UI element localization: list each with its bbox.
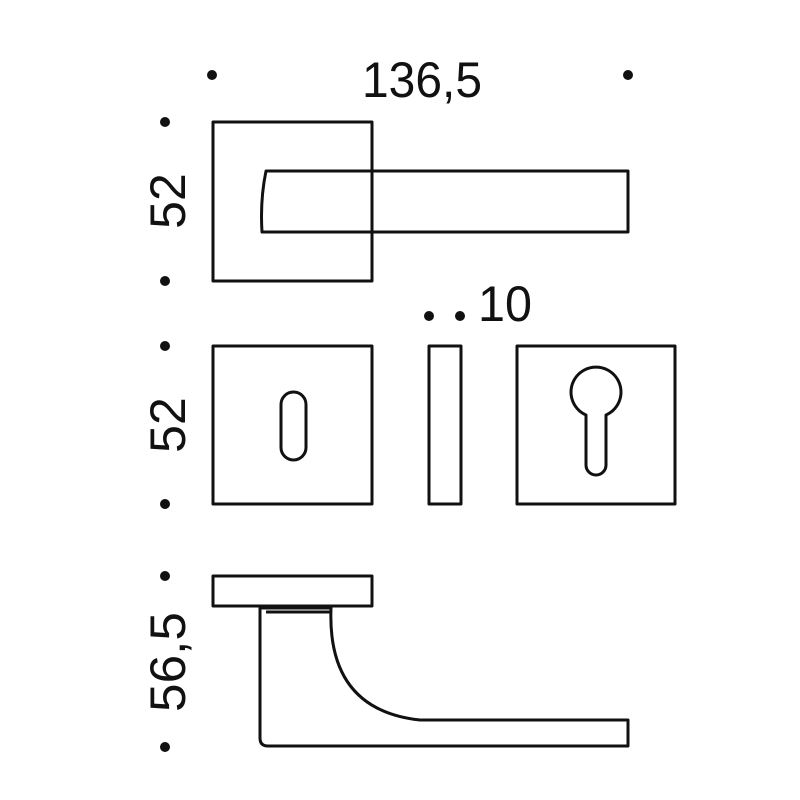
rose-height-dimension: 52 bbox=[140, 117, 196, 286]
rose-height-label: 52 bbox=[140, 173, 196, 229]
thickness-marker-right bbox=[455, 311, 465, 321]
width-label: 136,5 bbox=[362, 52, 482, 108]
thickness-marker-left bbox=[424, 311, 434, 321]
escutcheon-height-marker-bottom bbox=[160, 499, 170, 509]
lever-top-view bbox=[211, 574, 630, 748]
cylinder-escutcheon bbox=[515, 344, 677, 506]
width-marker-left bbox=[207, 70, 217, 80]
escutcheon-side-profile bbox=[427, 344, 463, 506]
width-marker-right bbox=[623, 70, 633, 80]
escutcheon-height-label: 52 bbox=[140, 397, 196, 453]
width-dimension: 136,5 bbox=[207, 52, 633, 108]
projection-marker-top bbox=[160, 571, 170, 581]
projection-marker-bottom bbox=[160, 742, 170, 752]
thickness-label: 10 bbox=[478, 276, 532, 332]
keyhole-slot-icon bbox=[279, 390, 308, 462]
lever-front-view bbox=[211, 120, 630, 283]
projection-dimension: 56,5 bbox=[140, 571, 196, 752]
square-rose bbox=[211, 120, 374, 283]
rose-height-marker-bottom bbox=[160, 276, 170, 286]
projection-label: 56,5 bbox=[140, 612, 196, 712]
lever-profile bbox=[258, 606, 630, 748]
euro-cylinder-hole-icon bbox=[569, 365, 623, 477]
escutcheons-row bbox=[211, 344, 677, 506]
thickness-dimension: 10 bbox=[424, 276, 532, 332]
escutcheon-height-dimension: 52 bbox=[140, 341, 196, 509]
rose-height-marker-top bbox=[160, 117, 170, 127]
lever-arm bbox=[260, 169, 630, 234]
rose-plate-profile bbox=[211, 574, 374, 608]
escutcheon-height-marker-top bbox=[160, 341, 170, 351]
keyhole-escutcheon bbox=[211, 344, 374, 506]
